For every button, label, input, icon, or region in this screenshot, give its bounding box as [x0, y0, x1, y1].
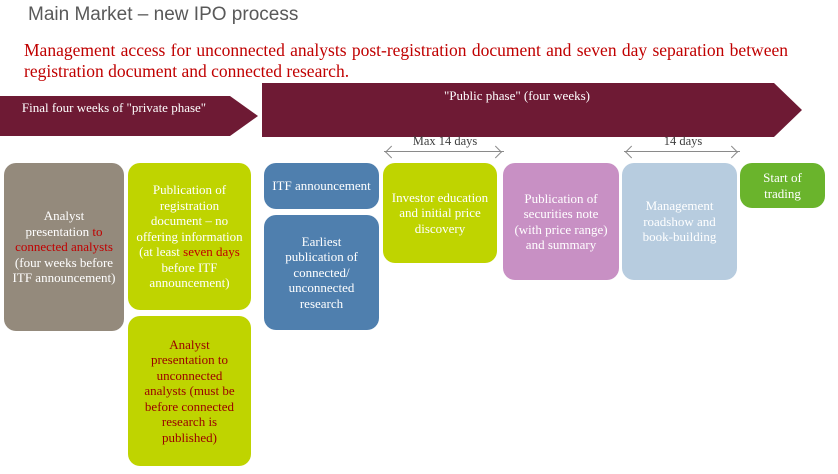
- start-of-trading-box: Start of trading: [740, 163, 825, 208]
- private-phase-label: Final four weeks of "private phase": [21, 100, 207, 115]
- analyst-connected-highlight: to connected analysts: [15, 223, 113, 255]
- max-14-days-bracket: [384, 151, 504, 162]
- registration-document-box: Publication of registration document – n…: [128, 163, 251, 310]
- slide-title: Main Market – new IPO process: [28, 4, 299, 25]
- public-phase-label: "Public phase" (four weeks): [444, 88, 590, 103]
- investor-education-box: Investor education and initial price dis…: [383, 163, 497, 263]
- registration-doc-highlight: seven days: [183, 244, 240, 260]
- slide-subtitle: Management access for unconnected analys…: [24, 40, 788, 81]
- analyst-presentation-unconnected-box: Analyst presentation to unconnected anal…: [128, 316, 251, 466]
- fourteen-days-bracket: [624, 151, 740, 162]
- earliest-research-text: Earliest publication of connected/ uncon…: [285, 233, 358, 311]
- fourteen-days-label: 14 days: [663, 134, 703, 148]
- registration-doc-text-b: before ITF announcement): [149, 259, 230, 291]
- securities-note-box: Publication of securities note (with pri…: [503, 163, 619, 280]
- earliest-research-box: Earliest publication of connected/ uncon…: [264, 215, 379, 330]
- start-of-trading-text: Start of trading: [763, 170, 802, 201]
- management-roadshow-text: Management roadshow and book-building: [642, 198, 717, 245]
- analyst-unconnected-text: Analyst presentation to unconnected anal…: [144, 336, 235, 445]
- max-14-days-label: Max 14 days: [412, 134, 478, 148]
- analyst-presentation-connected-box: Analyst presentation to connected analys…: [4, 163, 124, 331]
- itf-announcement-box: ITF announcement: [264, 163, 379, 209]
- analyst-connected-text-a: Analyst presentation: [25, 208, 93, 239]
- management-roadshow-box: Management roadshow and book-building: [622, 163, 737, 280]
- private-phase-arrow: Final four weeks of "private phase": [0, 96, 258, 136]
- securities-note-text: Publication of securities note (with pri…: [514, 190, 608, 253]
- itf-announcement-text: ITF announcement: [272, 178, 371, 194]
- investor-education-text: Investor education and initial price dis…: [391, 189, 489, 236]
- registration-doc-text-a: Publication of registration document – n…: [136, 182, 243, 260]
- public-phase-arrow: "Public phase" (four weeks): [262, 83, 802, 137]
- analyst-connected-text-b: (four weeks before ITF announcement): [12, 254, 116, 286]
